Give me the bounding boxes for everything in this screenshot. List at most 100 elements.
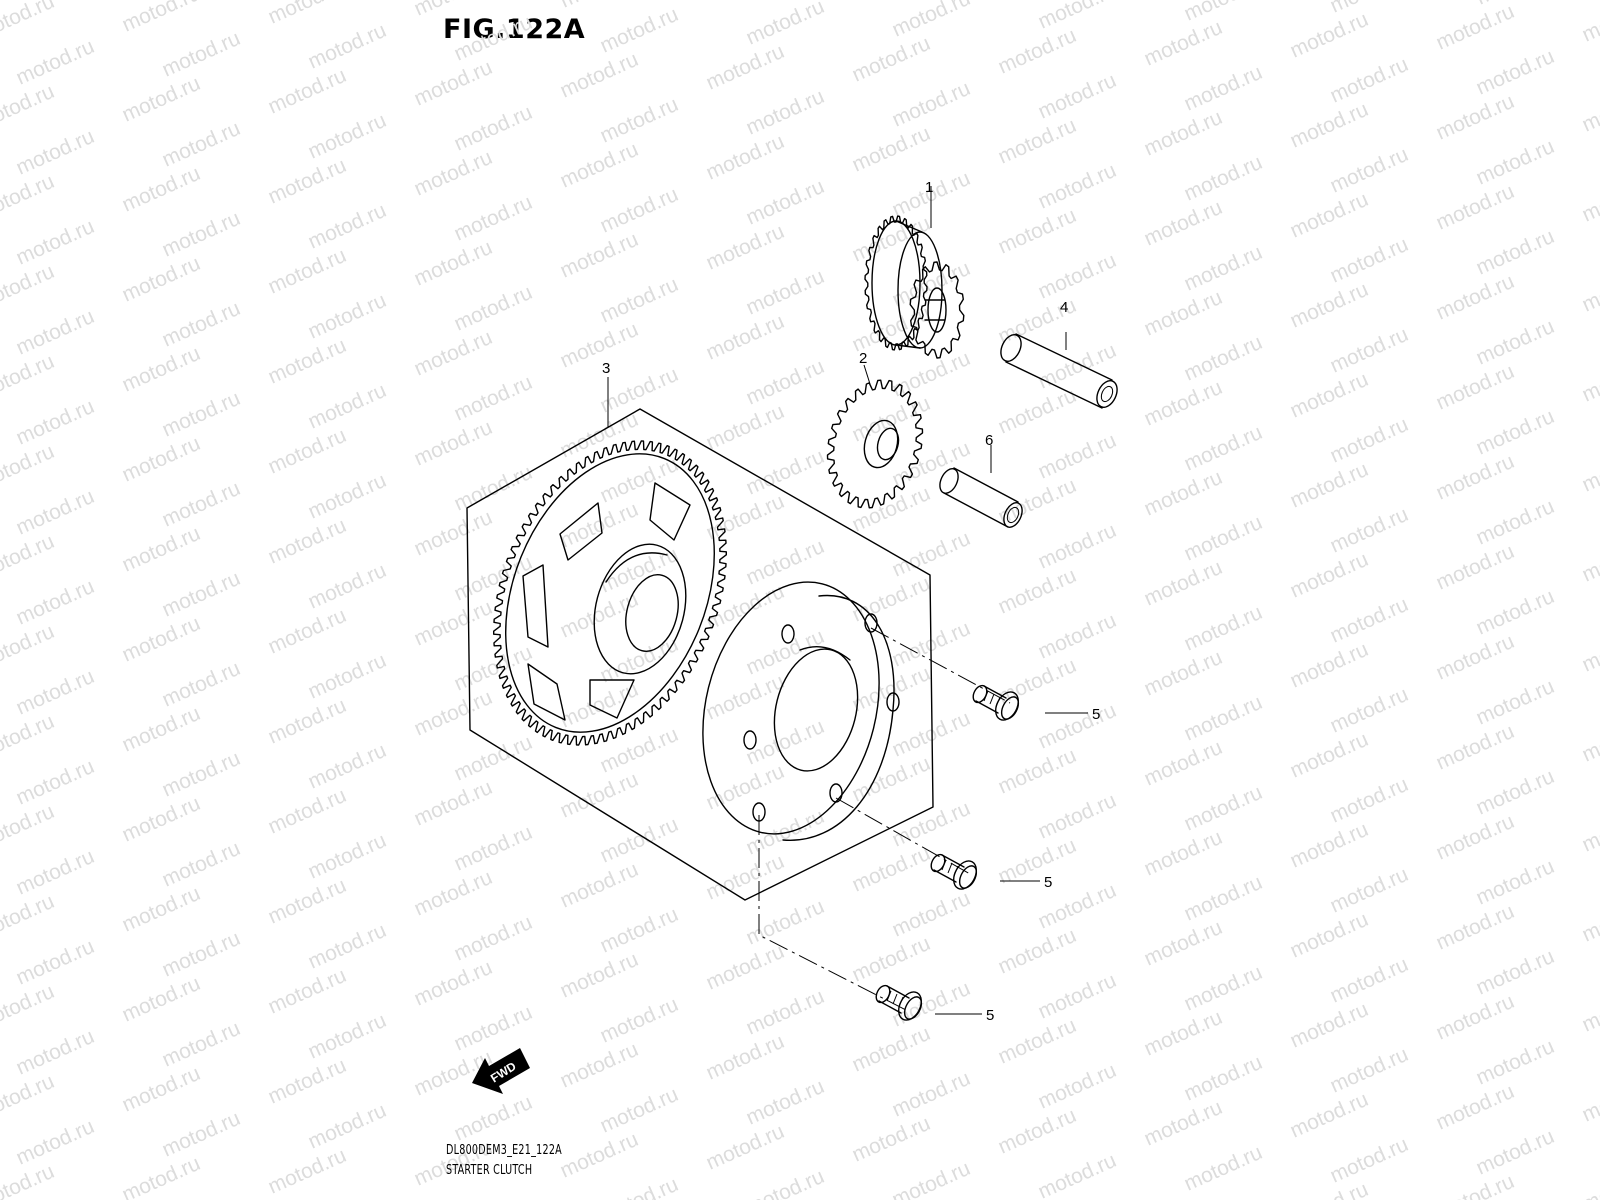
watermark-text: motod.ru [305, 1009, 390, 1064]
watermark-text: motod.ru [265, 244, 350, 299]
watermark-text: motod.ru [743, 175, 828, 230]
watermark-text: motod.ru [1141, 466, 1226, 521]
watermark-text: motod.ru [557, 318, 642, 373]
watermark-text: motod.ru [1181, 691, 1266, 746]
watermark-text: motod.ru [995, 924, 1080, 979]
watermark-text: motod.ru [703, 400, 788, 455]
watermark-text: motod.ru [995, 24, 1080, 79]
callout-part-2: 2 [859, 350, 867, 367]
watermark-text: motod.ru [597, 1173, 682, 1200]
watermark-text: motod.ru [597, 813, 682, 868]
watermark-text: motod.ru [1287, 278, 1372, 333]
idle-gear-shaft-no1 [1000, 333, 1118, 409]
watermark-text: motod.ru [849, 212, 934, 267]
watermark-text: motod.ru [743, 1165, 828, 1200]
watermark-text: motod.ru [1473, 945, 1558, 1000]
watermark-text: motod.ru [557, 948, 642, 1003]
watermark-text: motod.ru [305, 1099, 390, 1154]
watermark-text: motod.ru [1473, 675, 1558, 730]
watermark-text: motod.ru [1035, 249, 1120, 304]
watermark-text: motod.ru [1473, 135, 1558, 190]
watermark-text: motod.ru [557, 0, 642, 13]
watermark-text: motod.ru [1433, 1080, 1518, 1135]
watermark-text: motod.ru [1433, 180, 1518, 235]
watermark-text: motod.ru [597, 723, 682, 778]
watermark-text: motod.ru [305, 829, 390, 884]
watermark-text: motod.ru [411, 236, 496, 291]
watermark-text: motod.ru [1473, 45, 1558, 100]
watermark-text: motod.ru [557, 228, 642, 283]
watermark-text: motod.ru [743, 985, 828, 1040]
watermark-text: motod.ru [1181, 1141, 1266, 1196]
clutch-bolt [930, 853, 978, 890]
watermark-text: motod.ru [1181, 0, 1266, 26]
watermark-text: motod.ru [743, 625, 828, 680]
watermark-text: motod.ru [1141, 736, 1226, 791]
watermark-text: motod.ru [159, 1017, 244, 1072]
watermark-text: motod.ru [411, 956, 496, 1011]
watermark-text: motod.ru [1141, 1096, 1226, 1151]
watermark-text: motod.ru [1287, 728, 1372, 783]
watermark-text: motod.ru [13, 665, 98, 720]
idle-gear-shaft-no2 [939, 467, 1023, 528]
watermark-text: motod.ru [1327, 503, 1412, 558]
watermark-text: motod.ru [159, 297, 244, 352]
callout-leader-lines [607, 186, 1088, 1015]
watermark-text: motod.ru [1579, 622, 1600, 677]
starter-idle-gear-no1 [864, 215, 965, 359]
watermark-text: motod.ru [1327, 953, 1412, 1008]
watermark-text: motod.ru [1327, 143, 1412, 198]
watermark-text: motod.ru [995, 204, 1080, 259]
watermark-text: motod.ru [119, 702, 204, 757]
watermark-text: motod.ru [1433, 810, 1518, 865]
watermark-text: motod.ru [1579, 442, 1600, 497]
watermark-text: motod.ru [1035, 969, 1120, 1024]
watermark-text: motod.ru [889, 77, 974, 132]
watermark-text: motod.ru [1327, 0, 1412, 18]
watermark-text: motod.ru [1035, 69, 1120, 124]
watermark-text: motod.ru [265, 0, 350, 29]
watermark-text: motod.ru [0, 350, 58, 405]
watermark-text: motod.ru [1433, 990, 1518, 1045]
watermark-text: motod.ru [119, 612, 204, 667]
watermark-text: motod.ru [1181, 781, 1266, 836]
watermark-text: motod.ru [889, 977, 974, 1032]
watermark-text: motod.ru [265, 694, 350, 749]
callout-part-5-bottom: 5 [986, 1007, 994, 1024]
watermark-text: motod.ru [703, 850, 788, 905]
watermark-text: motod.ru [1433, 0, 1518, 55]
watermark-text: motod.ru [1287, 458, 1372, 513]
watermark-text: motod.ru [995, 114, 1080, 169]
watermark-text: motod.ru [1433, 360, 1518, 415]
watermark-text: motod.ru [411, 146, 496, 201]
watermark-text: motod.ru [557, 768, 642, 823]
watermark-text: motod.ru [159, 747, 244, 802]
watermark-text: motod.ru [265, 334, 350, 389]
watermark-text: motod.ru [1327, 683, 1412, 738]
callout-part-3: 3 [602, 360, 610, 377]
watermark-text: motod.ru [1473, 585, 1558, 640]
watermark-text: motod.ru [1141, 826, 1226, 881]
clutch-bolt [875, 984, 923, 1021]
watermark-text: motod.ru [703, 310, 788, 365]
starter-driven-gear [493, 440, 727, 746]
watermark-text: motod.ru [411, 866, 496, 921]
watermark-text: motod.ru [889, 1067, 974, 1122]
watermark-text: motod.ru [1579, 532, 1600, 587]
watermark-text: motod.ru [703, 580, 788, 635]
watermark-text: motod.ru [1579, 712, 1600, 767]
watermark-text: motod.ru [1327, 323, 1412, 378]
watermark-text: motod.ru [1181, 601, 1266, 656]
watermark-text: motod.ru [557, 48, 642, 103]
clutch-bolt [972, 684, 1020, 721]
watermark-text: motod.ru [1181, 61, 1266, 116]
watermark-text: motod.ru [1433, 720, 1518, 775]
watermark-text: motod.ru [0, 170, 58, 225]
watermark-text: motod.ru [1287, 638, 1372, 693]
watermark-text: motod.ru [849, 1022, 934, 1077]
watermark-text: motod.ru [119, 972, 204, 1027]
watermark-text: motod.ru [703, 940, 788, 995]
watermark-text: motod.ru [1579, 262, 1600, 317]
watermark-text: motod.ru [305, 559, 390, 614]
